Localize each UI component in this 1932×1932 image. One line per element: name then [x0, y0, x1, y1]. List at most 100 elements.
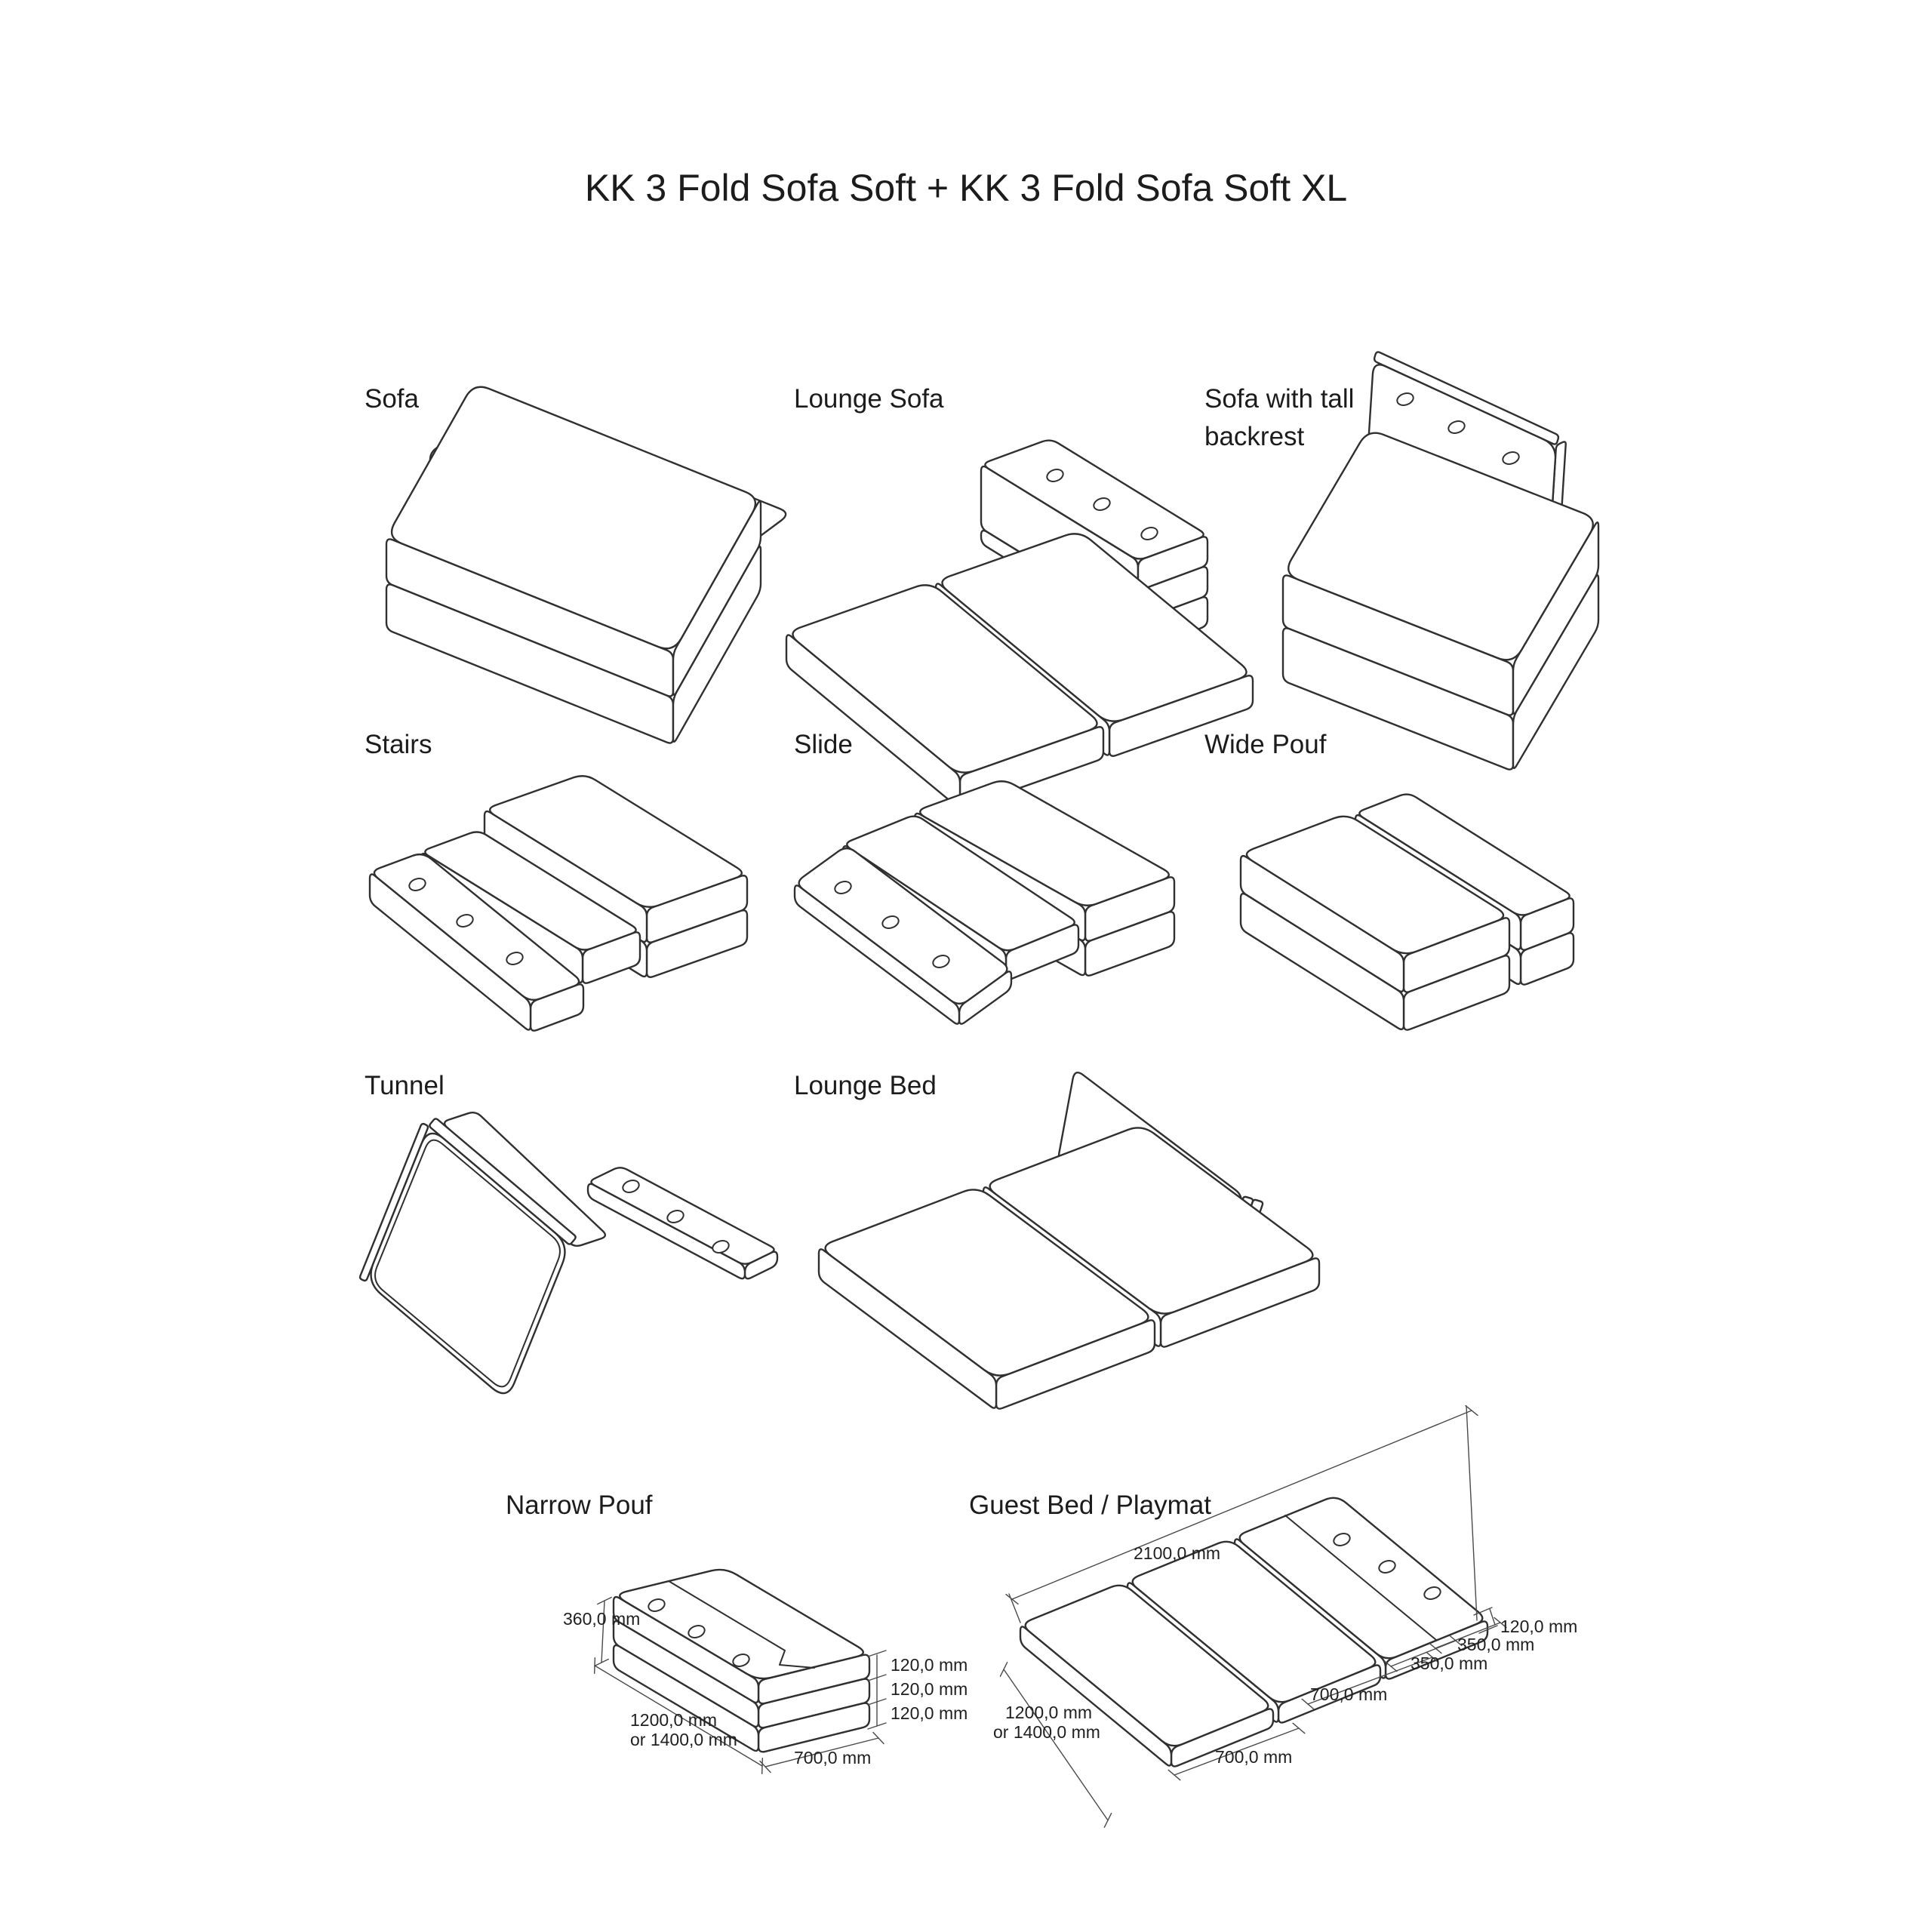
- config-label-sofa-tall-backrest: Sofa with tall backrest: [1204, 384, 1355, 451]
- page-title: KK 3 Fold Sofa Soft + KK 3 Fold Sofa Sof…: [584, 167, 1348, 209]
- narrow-pouf-drawing-part-8: [594, 1665, 763, 1767]
- guest-bed-drawing-part-13-tick-0: [999, 1662, 1008, 1677]
- stairs-drawing-part-2-button-1: [456, 914, 474, 928]
- sofa-tall-backrest-drawing-part-5: [1447, 420, 1466, 434]
- dim-guest-bed-backrest-half-1: 350,0 mm: [1457, 1635, 1535, 1654]
- guest-bed-drawing-part-12-tick-0: [1168, 1769, 1181, 1781]
- config-label-narrow-pouf: Narrow Pouf: [506, 1491, 653, 1520]
- slide-drawing-part-2-button-2: [932, 955, 950, 968]
- guest-bed-drawing-part-3-tick-0: [1005, 1593, 1019, 1605]
- narrow-pouf-drawing-part-0-button-2: [732, 1654, 750, 1667]
- lounge-sofa-drawing-part-2-top-face: [792, 584, 1098, 774]
- guest-bed-drawing-part-4: [1008, 1593, 1021, 1623]
- stairs-drawing-part-1-top-face: [424, 831, 637, 951]
- guest-bed-drawing-part-8: [1489, 1608, 1496, 1626]
- tunnel-drawing-part-1: [443, 1112, 607, 1247]
- narrow-pouf-drawing-part-0-band-1-2: [612, 1644, 760, 1752]
- guest-bed-drawing-part-2-top-face: [1024, 1584, 1269, 1747]
- dim-narrow-pouf-layer-2: 120,0 mm: [891, 1679, 968, 1699]
- tunnel-drawing-part-4: [370, 1132, 566, 1395]
- config-label-stairs: Stairs: [365, 730, 432, 759]
- narrow-pouf-drawing-part-1: [668, 1580, 815, 1669]
- guest-bed-drawing-part-9-tick-1: [1494, 1617, 1507, 1629]
- guest-bed-drawing-part-5: [1466, 1405, 1478, 1621]
- narrow-pouf-drawing-part-9: [764, 1737, 879, 1767]
- guest-bed-drawing-part-13-tick-1: [1103, 1813, 1112, 1828]
- dim-narrow-pouf-height: 360,0 mm: [563, 1609, 641, 1629]
- lounge-sofa-drawing: [785, 439, 1254, 808]
- narrow-pouf-drawing-part-2-tick-1: [594, 1658, 609, 1667]
- slide-drawing-part-2-button-1: [881, 915, 900, 929]
- config-label-guest-bed: Guest Bed / Playmat: [969, 1491, 1211, 1520]
- narrow-pouf-drawing-part-0-button-0: [648, 1598, 666, 1612]
- tunnel-drawing-part-0-button-0: [622, 1180, 640, 1193]
- dim-guest-bed-backrest-half-2: 350,0 mm: [1411, 1654, 1488, 1673]
- wide-pouf-drawing-part-1-band-1-1: [1239, 892, 1405, 1031]
- config-label-wide-pouf: Wide Pouf: [1204, 730, 1327, 759]
- guest-bed-drawing-part-6: [1473, 1607, 1493, 1616]
- narrow-pouf-drawing-part-0-button-1: [688, 1625, 706, 1638]
- dim-guest-bed-width-alt: or 1400,0 mm: [993, 1722, 1100, 1742]
- config-label-lounge-bed: Lounge Bed: [794, 1071, 937, 1100]
- guest-bed-drawing-part-11-tick-0: [1301, 1698, 1315, 1710]
- guest-bed-drawing-part-0-fold-seam: [1284, 1515, 1437, 1641]
- guest-bed-drawing-part-10-tick-0: [1384, 1660, 1398, 1672]
- lounge-sofa-drawing-part-0-button-1: [1093, 497, 1111, 511]
- lounge-sofa-drawing-part-0-button-0: [1046, 469, 1064, 482]
- wide-pouf-drawing-part-1-band-1-0: [1239, 854, 1405, 993]
- guest-bed-drawing-part-7: [1478, 1625, 1498, 1634]
- config-label-tunnel: Tunnel: [365, 1071, 445, 1100]
- tunnel-drawing-part-0-button-2: [712, 1240, 730, 1254]
- guest-bed-drawing-part-2-band-1-0: [1019, 1626, 1173, 1767]
- slide-drawing: [793, 780, 1176, 1025]
- dim-guest-bed-thickness: 120,0 mm: [1500, 1617, 1578, 1636]
- config-label-slide: Slide: [794, 730, 853, 759]
- sofa-tall-backrest-drawing-part-7-top-face: [1287, 432, 1594, 661]
- guest-bed-drawing-part-11-tick-1: [1426, 1651, 1439, 1663]
- wide-pouf-drawing: [1239, 793, 1575, 1031]
- tunnel-drawing: [358, 1112, 779, 1395]
- guest-bed-drawing-part-12: [1174, 1727, 1300, 1776]
- lounge-sofa-drawing-part-0-button-2: [1140, 527, 1158, 540]
- stairs-drawing-part-0-top-face: [488, 775, 743, 908]
- stairs-drawing-part-2-button-2: [506, 952, 524, 965]
- stairs-drawing-part-2-button-0: [408, 878, 426, 891]
- sofa-tall-backrest-drawing-part-6: [1502, 451, 1520, 465]
- tunnel-drawing-part-0-button-1: [666, 1210, 685, 1223]
- sofa-tall-backrest-drawing-part-7-band-1-1: [1512, 574, 1600, 769]
- dim-guest-bed-width: 1200,0 mm: [1005, 1703, 1093, 1722]
- sofa-drawing-part-1-band-1-1: [672, 546, 762, 743]
- guest-bed-drawing-part-10: [1390, 1640, 1457, 1667]
- dim-guest-bed-panel-depth-1: 700,0 mm: [1310, 1684, 1388, 1704]
- sofa-tall-backrest-drawing-part-4: [1396, 392, 1414, 406]
- lounge-bed-drawing-part-4-top-face: [824, 1189, 1149, 1377]
- lounge-bed-drawing: [817, 1072, 1321, 1410]
- narrow-pouf-drawing-part-2-tick-0: [597, 1596, 612, 1605]
- config-label-sofa: Sofa: [365, 384, 419, 414]
- dim-guest-bed-panel-depth-2: 700,0 mm: [1215, 1747, 1293, 1767]
- stairs-drawing-part-2-band-1-0: [368, 873, 532, 1031]
- slide-drawing-part-1-top-face: [846, 815, 1075, 952]
- guest-bed-drawing-part-0-button-1: [1378, 1560, 1396, 1574]
- slide-drawing-part-0-top-face: [919, 780, 1170, 906]
- tunnel-drawing-part-2: [429, 1118, 577, 1245]
- lounge-bed-drawing-part-3-top-face: [989, 1127, 1314, 1315]
- narrow-pouf-drawing-part-8-tick-1: [761, 1758, 764, 1774]
- wide-pouf-drawing-part-1-top-face: [1245, 815, 1505, 955]
- wide-pouf-drawing-part-0-top-face: [1358, 793, 1571, 916]
- guest-bed-drawing: [999, 1404, 1507, 1828]
- dim-guest-bed-total-length: 2100,0 mm: [1134, 1543, 1221, 1563]
- dim-narrow-pouf-length: 1200,0 mm: [630, 1710, 718, 1730]
- guest-bed-drawing-part-0-button-0: [1333, 1533, 1351, 1546]
- stairs-drawing-part-2-top-face: [373, 853, 580, 1001]
- guest-bed-drawing-part-11: [1307, 1657, 1433, 1705]
- guest-bed-drawing-part-1-top-face: [1131, 1540, 1377, 1703]
- dim-narrow-pouf-layer-1: 120,0 mm: [891, 1655, 968, 1675]
- slide-drawing-part-2-band-1-0: [793, 884, 961, 1025]
- lounge-sofa-drawing-part-1-top-face: [941, 533, 1247, 722]
- sofa-tall-backrest-drawing-part-0: [1373, 351, 1560, 445]
- dim-narrow-pouf-length-alt: or 1400,0 mm: [630, 1730, 737, 1749]
- guest-bed-drawing-part-0-button-2: [1423, 1586, 1441, 1600]
- sofa-drawing-part-1-top-face: [390, 386, 757, 650]
